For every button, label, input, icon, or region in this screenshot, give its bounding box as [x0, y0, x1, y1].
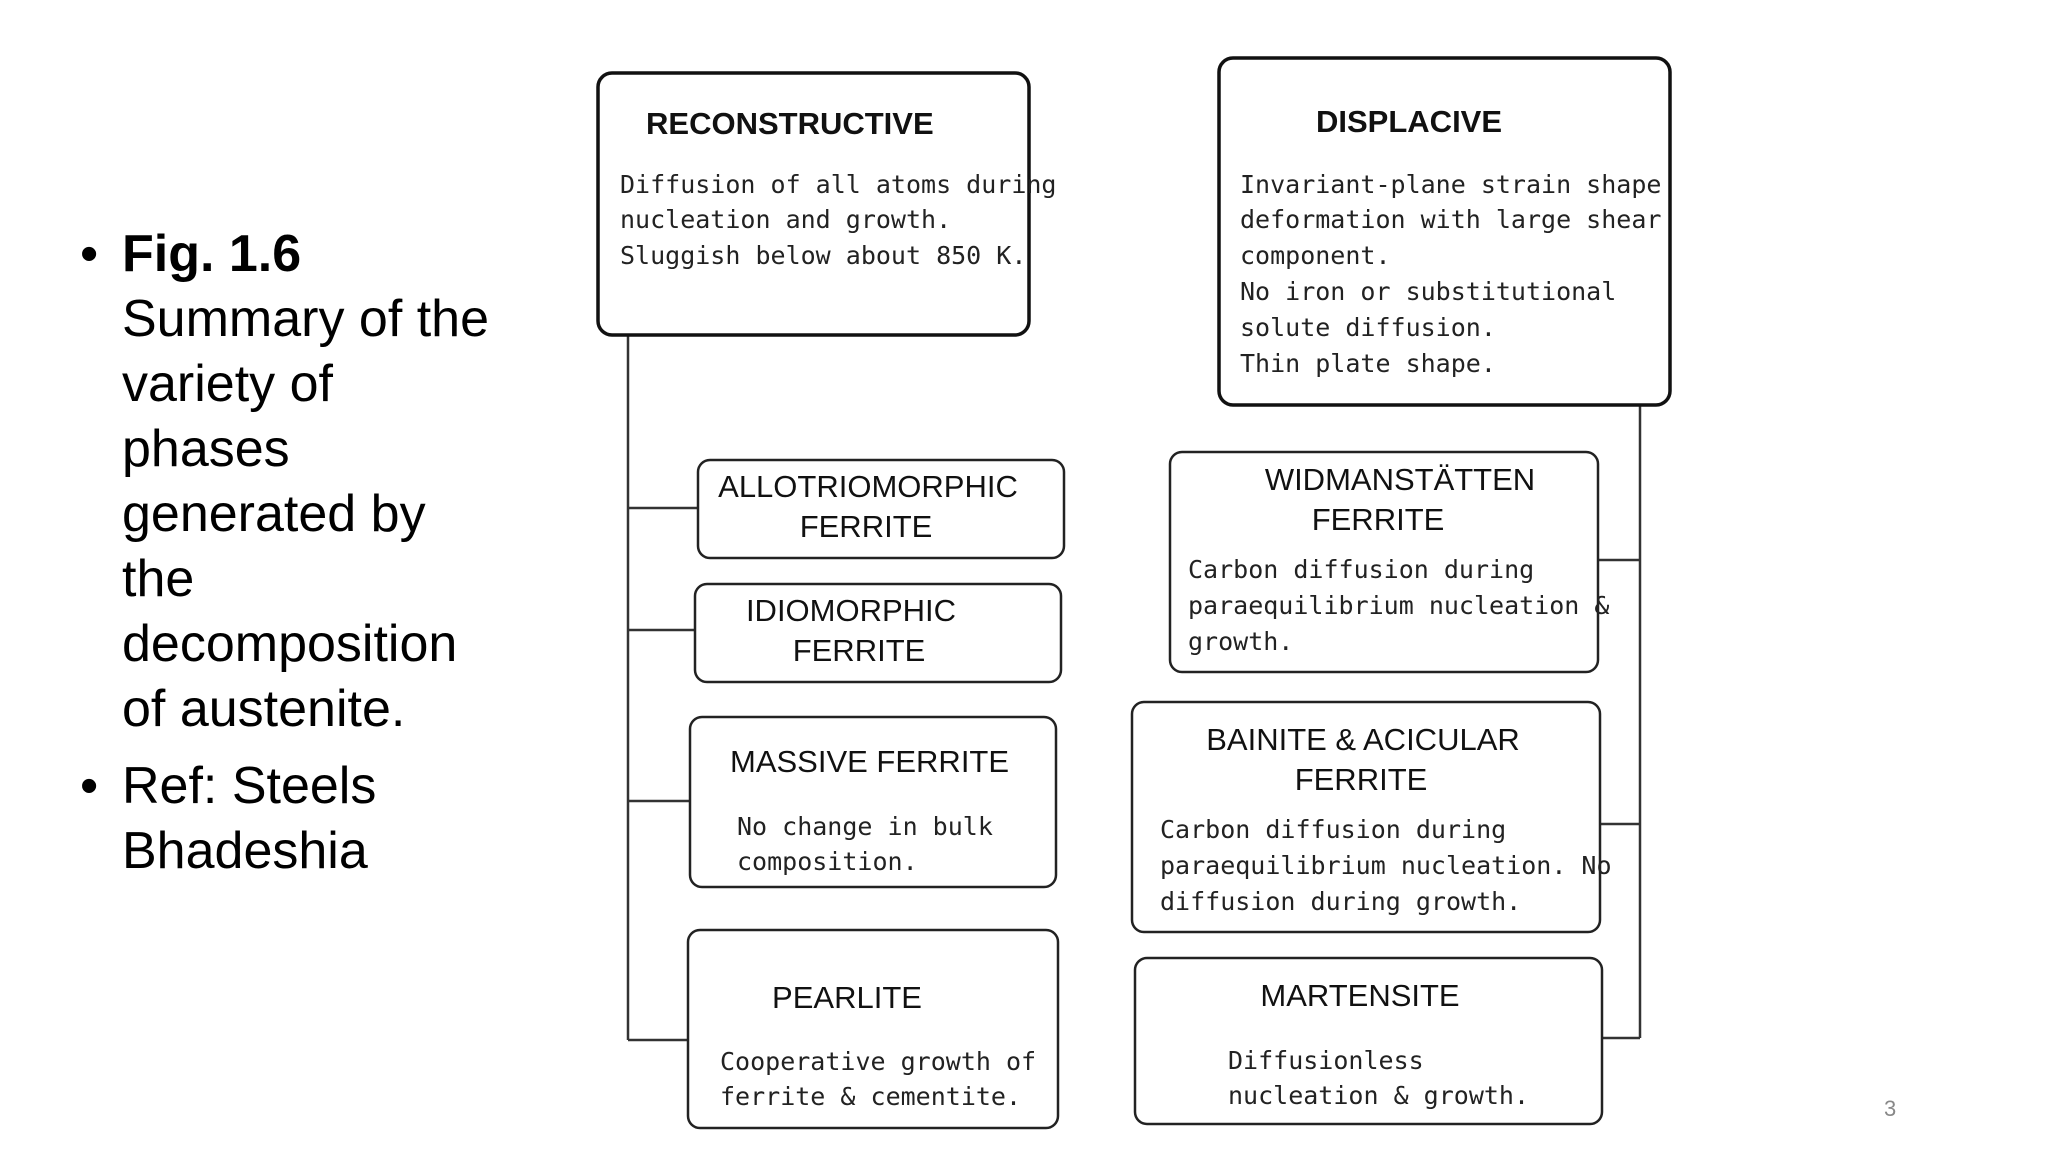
massive-title: MASSIVE FERRITE: [730, 744, 1009, 779]
pearlite-title: PEARLITE: [772, 980, 922, 1015]
widmanstatten-desc-line: paraequilibrium nucleation &: [1188, 591, 1609, 620]
caption-line: the: [122, 550, 195, 608]
reference-line: Ref: Steels: [122, 757, 377, 815]
bainite-acicular-ferrite-box: BAINITE & ACICULAR FERRITE Carbon diffus…: [1130, 700, 1612, 934]
bullet-list: • Fig. 1.6 Summary of the variety of pha…: [80, 222, 540, 896]
bainite-title-line: FERRITE: [1295, 762, 1428, 797]
caption-line: variety of: [122, 355, 333, 413]
martensite-desc-line: nucleation & growth.: [1228, 1081, 1529, 1110]
bullet-dot: •: [80, 225, 99, 283]
martensite-title: MARTENSITE: [1260, 978, 1459, 1013]
pearlite-box: PEARLITE Cooperative growth of ferrite &…: [686, 928, 1060, 1130]
reference-line: Bhadeshia: [122, 822, 368, 880]
slide-page-number: 3: [1884, 1096, 1897, 1121]
bainite-desc-line: Carbon diffusion during: [1160, 815, 1506, 844]
massive-ferrite-box: MASSIVE FERRITE No change in bulk compos…: [688, 715, 1058, 889]
allotriomorphic-title-line: FERRITE: [800, 509, 933, 544]
displacive-desc-line: deformation with large shear: [1240, 205, 1661, 234]
displacive-box: DISPLACIVE Invariant-plane strain shape …: [1217, 56, 1672, 407]
widmanstatten-desc-line: Carbon diffusion during: [1188, 555, 1534, 584]
caption-line: phases: [122, 420, 290, 478]
figure-label: Fig. 1.6: [122, 225, 302, 283]
widmanstatten-title-line: FERRITE: [1312, 502, 1445, 537]
displacive-desc-line: Invariant-plane strain shape: [1240, 170, 1661, 199]
bainite-desc-line: paraequilibrium nucleation. No: [1160, 851, 1612, 880]
caption-line: of austenite.: [122, 680, 406, 738]
martensite-desc-line: Diffusionless: [1228, 1046, 1424, 1075]
bullet-figure-caption: • Fig. 1.6 Summary of the variety of pha…: [80, 222, 540, 742]
bainite-title-line: BAINITE & ACICULAR: [1206, 722, 1520, 757]
bullet-dot: •: [80, 757, 99, 815]
idiomorphic-title-line: FERRITE: [793, 633, 926, 668]
pearlite-desc-line: Cooperative growth of: [720, 1047, 1036, 1076]
idiomorphic-ferrite-box: IDIOMORPHIC FERRITE: [693, 582, 1063, 684]
displacive-desc-line: solute diffusion.: [1240, 313, 1496, 342]
reconstructive-desc-line: Diffusion of all atoms during: [620, 170, 1057, 199]
reconstructive-desc-line: nucleation and growth.: [620, 205, 951, 234]
reconstructive-title: RECONSTRUCTIVE: [646, 106, 934, 141]
pearlite-desc-line: ferrite & cementite.: [720, 1082, 1021, 1111]
massive-desc-line: No change in bulk: [737, 812, 993, 841]
allotriomorphic-ferrite-box: ALLOTRIOMORPHIC FERRITE: [696, 458, 1066, 560]
displacive-desc-line: No iron or substitutional: [1240, 277, 1616, 306]
displacive-desc-line: Thin plate shape.: [1240, 349, 1496, 378]
reconstructive-desc-line: Sluggish below about 850 K.: [620, 241, 1026, 270]
widmanstatten-desc-line: growth.: [1188, 627, 1293, 656]
caption-line: decomposition: [122, 615, 458, 673]
displacive-desc-line: component.: [1240, 241, 1391, 270]
displacive-title: DISPLACIVE: [1316, 104, 1502, 139]
martensite-box: MARTENSITE Diffusionless nucleation & gr…: [1133, 956, 1604, 1126]
widmanstatten-ferrite-box: WIDMANSTÄTTEN FERRITE Carbon diffusion d…: [1168, 450, 1609, 674]
bullet-reference: • Ref: Steels Bhadeshia: [80, 754, 540, 884]
widmanstatten-title-line: WIDMANSTÄTTEN: [1265, 462, 1535, 497]
reconstructive-box: RECONSTRUCTIVE Diffusion of all atoms du…: [596, 71, 1057, 337]
bainite-desc-line: diffusion during growth.: [1160, 887, 1521, 916]
allotriomorphic-title-line: ALLOTRIOMORPHIC: [718, 469, 1018, 504]
caption-line: Summary of the: [122, 290, 490, 348]
caption-line: generated by: [122, 485, 426, 543]
idiomorphic-title-line: IDIOMORPHIC: [746, 593, 956, 628]
connector-lines: [626, 335, 1642, 1042]
massive-desc-line: composition.: [737, 847, 918, 876]
